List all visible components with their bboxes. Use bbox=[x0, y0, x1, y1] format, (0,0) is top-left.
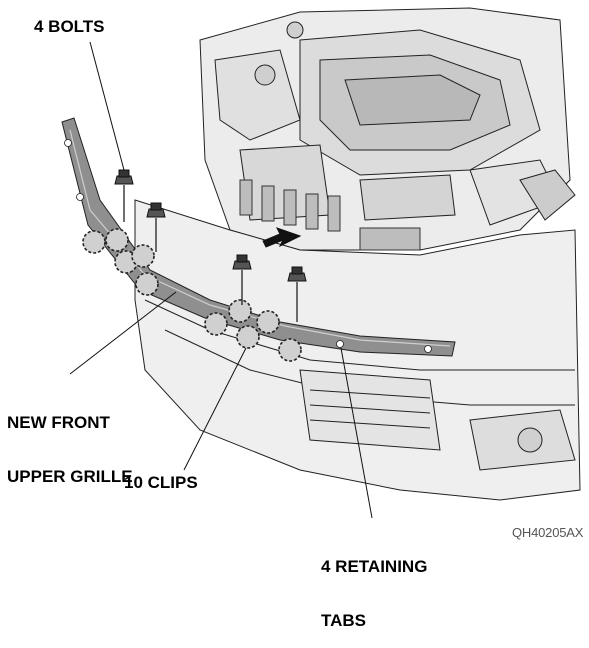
leader-bolts bbox=[90, 42, 124, 170]
clip-8 bbox=[237, 326, 259, 348]
diagram-canvas: 4 BOLTS NEW FRONT UPPER GRILLE 10 CLIPS … bbox=[0, 0, 589, 567]
label-tabs-line-2: TABS bbox=[321, 612, 427, 630]
engine-bay bbox=[200, 8, 575, 250]
label-grille-line-1: NEW FRONT bbox=[7, 414, 133, 432]
label-new-front-upper-grille: NEW FRONT UPPER GRILLE bbox=[7, 378, 133, 504]
clip-2 bbox=[106, 229, 128, 251]
figure-code: QH40205AX bbox=[512, 525, 583, 540]
label-10-clips: 10 CLIPS bbox=[124, 474, 198, 492]
clip-6 bbox=[205, 313, 227, 335]
retaining-tab-1 bbox=[65, 140, 72, 147]
clip-5 bbox=[136, 273, 158, 295]
label-4-retaining-tabs: 4 RETAINING TABS bbox=[321, 522, 427, 648]
clip-9 bbox=[257, 311, 279, 333]
label-grille-line-2: UPPER GRILLE bbox=[7, 468, 133, 486]
label-4-bolts: 4 BOLTS bbox=[34, 18, 105, 36]
label-tabs-line-1: 4 RETAINING bbox=[321, 558, 427, 576]
retaining-tab-3 bbox=[337, 341, 344, 348]
clip-1 bbox=[83, 231, 105, 253]
bolt-1 bbox=[115, 170, 133, 222]
clip-10 bbox=[279, 339, 301, 361]
retaining-tab-4 bbox=[425, 346, 432, 353]
clip-4 bbox=[132, 245, 154, 267]
clip-7 bbox=[229, 300, 251, 322]
retaining-tab-2 bbox=[77, 194, 84, 201]
